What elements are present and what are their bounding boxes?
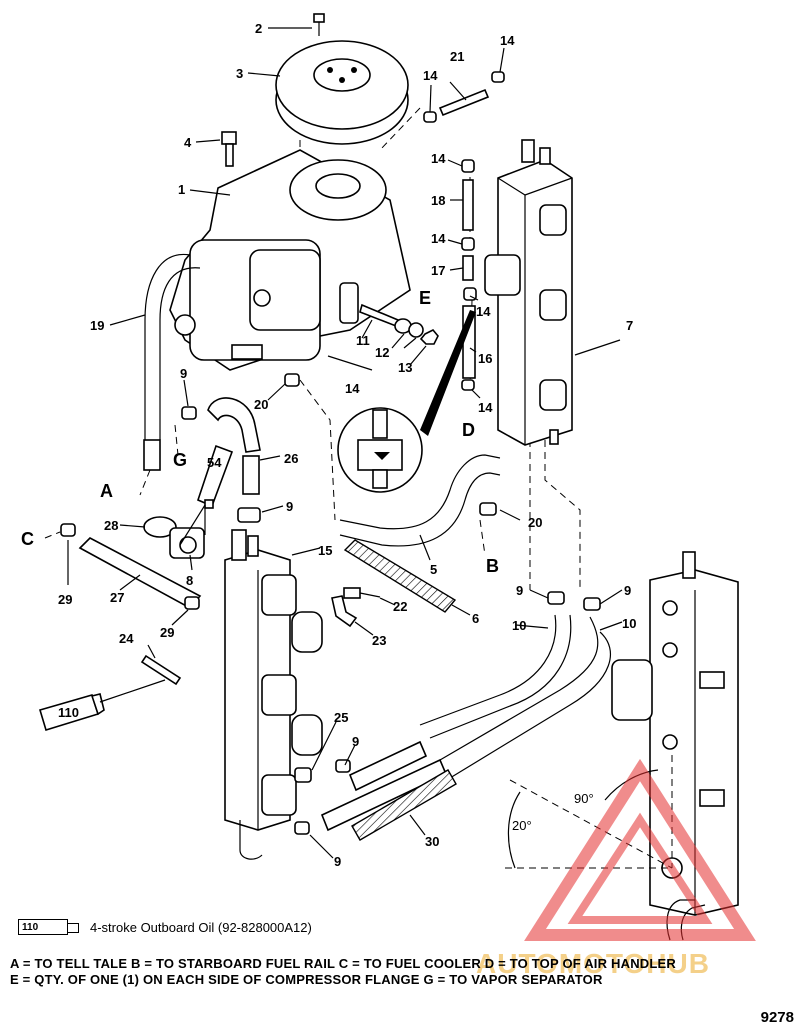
part-air-handler-7 bbox=[484, 139, 573, 446]
callout-29b: 29 bbox=[160, 625, 174, 640]
callout-2: 2 bbox=[255, 21, 262, 36]
part-bracket-23 bbox=[331, 587, 381, 628]
callout-9c: 9 bbox=[516, 583, 523, 598]
callout-26: 26 bbox=[284, 451, 298, 466]
callout-5: 5 bbox=[430, 562, 437, 577]
callout-29a: 29 bbox=[58, 592, 72, 607]
callout-18: 18 bbox=[431, 193, 445, 208]
legend-tube-icon: 110 bbox=[18, 919, 79, 935]
callout-14g: 14 bbox=[345, 381, 360, 396]
part-sleeve-6 bbox=[343, 539, 457, 613]
letter-B: B bbox=[486, 556, 499, 576]
callout-14b: 14 bbox=[423, 68, 438, 83]
callout-19: 19 bbox=[90, 318, 104, 333]
letter-C: C bbox=[21, 529, 34, 549]
callout-3: 3 bbox=[236, 66, 243, 81]
callout-9b: 9 bbox=[286, 499, 293, 514]
callout-20a: 20 bbox=[254, 397, 268, 412]
part-fittings-left bbox=[60, 516, 205, 610]
callout-9e: 9 bbox=[352, 734, 359, 749]
part-screw-24 bbox=[140, 654, 182, 686]
callout-7: 7 bbox=[626, 318, 633, 333]
note-line-2: E = QTY. OF ONE (1) ON EACH SIDE OF COMP… bbox=[10, 972, 603, 987]
callout-11: 11 bbox=[356, 333, 370, 348]
callout-10b: 10 bbox=[622, 616, 636, 631]
callout-14c: 14 bbox=[431, 151, 446, 166]
part-hoses-10 bbox=[320, 591, 612, 832]
watermark-logo bbox=[524, 758, 756, 941]
callout-22: 22 bbox=[393, 599, 407, 614]
watermark-text: AUTOMOTOHUB bbox=[476, 948, 710, 979]
callout-14d: 14 bbox=[431, 231, 446, 246]
letter-E: E bbox=[419, 288, 431, 308]
part-pulley-3 bbox=[275, 40, 409, 145]
callout-13: 13 bbox=[398, 360, 412, 375]
legend-description: 4-stroke Outboard Oil (92-828000A12) bbox=[90, 919, 312, 935]
callout-23: 23 bbox=[372, 633, 386, 648]
figure-number: 9278 bbox=[760, 1009, 794, 1026]
leader-lines bbox=[67, 27, 623, 859]
legend-tube-code: 110 bbox=[22, 921, 39, 933]
part-sealant-tube-54 bbox=[197, 444, 234, 509]
legend-row: 110 4-stroke Outboard Oil (92-828000A12) bbox=[18, 916, 312, 938]
part-hose-5 bbox=[339, 454, 501, 547]
callout-4: 4 bbox=[184, 135, 192, 150]
callout-numbers: 2 3 4 1 21 14 14 14 18 14 17 14 16 14 7 … bbox=[58, 21, 636, 869]
callout-9d: 9 bbox=[624, 583, 631, 598]
callout-20b: 20 bbox=[528, 515, 542, 530]
angle-90: 90° bbox=[574, 791, 594, 806]
detail-inset-fitting bbox=[337, 310, 476, 493]
callout-21: 21 bbox=[450, 49, 464, 64]
part-starboard-fuel-rail bbox=[611, 551, 739, 941]
note-line-1: A = TO TELL TALE B = TO STARBOARD FUEL R… bbox=[10, 956, 676, 971]
part-sleeve-30 bbox=[351, 769, 457, 841]
part-compressor-1 bbox=[169, 149, 411, 371]
callout-6: 6 bbox=[472, 611, 479, 626]
part-screw-washers bbox=[327, 303, 439, 371]
callout-28: 28 bbox=[104, 518, 118, 533]
callout-24: 24 bbox=[119, 631, 134, 646]
callout-27: 27 bbox=[110, 590, 124, 605]
callout-14e: 14 bbox=[476, 304, 491, 319]
part-hose-19 bbox=[143, 253, 201, 471]
callout-17: 17 bbox=[431, 263, 445, 278]
callout-25: 25 bbox=[334, 710, 348, 725]
callout-9a: 9 bbox=[180, 366, 187, 381]
callout-14a: 14 bbox=[500, 33, 515, 48]
callout-54: 54 bbox=[207, 455, 222, 470]
part-bolt-2 bbox=[313, 13, 325, 36]
callout-16: 16 bbox=[478, 351, 492, 366]
letter-D: D bbox=[462, 420, 475, 440]
angle-labels: 90° 20° bbox=[512, 791, 594, 833]
letter-G: G bbox=[173, 450, 187, 470]
callout-8: 8 bbox=[186, 573, 193, 588]
part-hose-26 bbox=[181, 373, 300, 495]
tube-label-110: 110 bbox=[58, 705, 79, 720]
callout-14f: 14 bbox=[478, 400, 493, 415]
letter-A: A bbox=[100, 481, 113, 501]
part-fuel-rail-15 bbox=[224, 507, 323, 860]
angle-20: 20° bbox=[512, 818, 532, 833]
letter-callouts: E D G A C B bbox=[21, 288, 499, 576]
callout-9f: 9 bbox=[334, 854, 341, 869]
callout-1: 1 bbox=[178, 182, 185, 197]
callout-10a: 10 bbox=[512, 618, 526, 633]
callout-30: 30 bbox=[425, 834, 439, 849]
part-sealant-tube-110: 110 bbox=[39, 679, 166, 732]
callout-15: 15 bbox=[318, 543, 332, 558]
part-bolt-4 bbox=[221, 131, 237, 167]
callout-12: 12 bbox=[375, 345, 389, 360]
